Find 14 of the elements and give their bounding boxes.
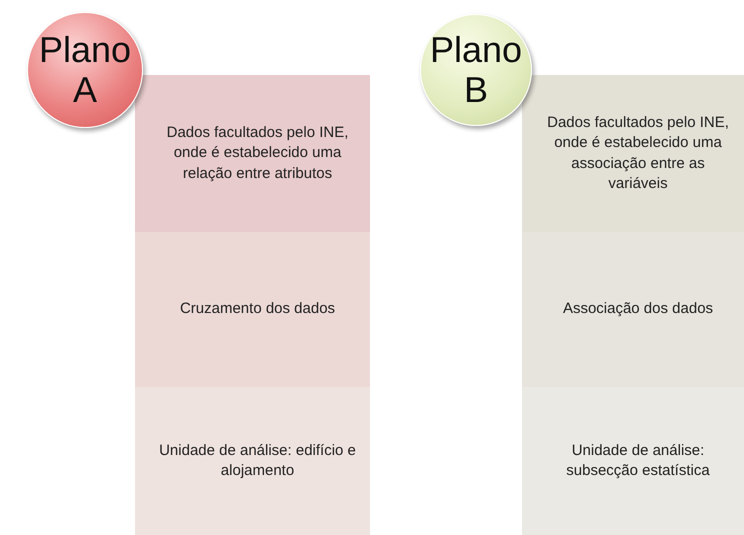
panel-text: Dados facultados pelo INE, onde é estabelecido uma associação entre as variáveis <box>546 113 730 194</box>
panel-text: Cruzamento dos dados <box>180 299 336 320</box>
text-panel <box>135 75 370 232</box>
text-panel <box>522 75 744 232</box>
text-panel <box>135 387 370 535</box>
panel-text: Unidade de análise: subsecção estatística <box>565 440 711 481</box>
panel-text: Unidade de análise: edifício e alojamento <box>159 440 356 481</box>
text-panel <box>522 387 744 535</box>
text-panel <box>522 232 744 387</box>
plan-title: Plano A <box>38 30 132 110</box>
panel-text: Associação dos dados <box>562 299 714 320</box>
panel-text: Dados facultados pelo INE, onde é estabelecido uma relação entre atributos <box>166 123 350 184</box>
plan-title: Plano B <box>428 30 524 110</box>
text-panel <box>135 232 370 387</box>
